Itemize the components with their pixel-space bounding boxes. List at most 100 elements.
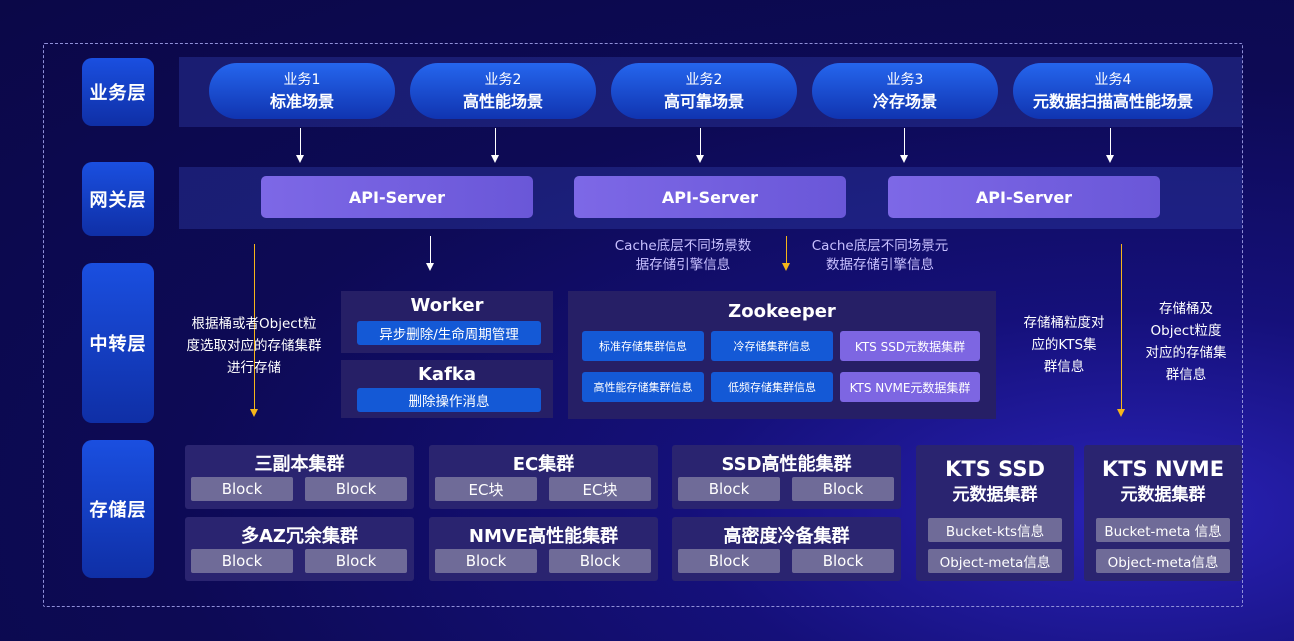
storage-cluster-title: 三副本集群 xyxy=(254,454,345,475)
arrow-down xyxy=(296,128,304,163)
business-item: 业务2 高可靠场景 xyxy=(611,63,797,119)
note-cache-data: Cache底层不同场景数 据存储引擎信息 xyxy=(600,237,766,275)
note-line: 进行存储 xyxy=(227,360,281,376)
note-line: 应的KTS集 xyxy=(1031,337,1097,353)
worker-task: 异步删除/生命周期管理 xyxy=(357,321,541,345)
storage-block: Block xyxy=(678,477,780,501)
layer-label-business: 业务层 xyxy=(82,58,154,126)
kts-cluster-item: Object-meta信息 xyxy=(928,549,1062,573)
storage-block: EC块 xyxy=(435,477,537,501)
arrow-down xyxy=(900,128,908,163)
zookeeper-item: 高性能存储集群信息 xyxy=(582,372,704,402)
business-item-scene: 冷存场景 xyxy=(872,92,937,111)
storage-block: Block xyxy=(792,549,894,573)
kts-cluster-title-line1: KTS SSD xyxy=(945,457,1045,481)
arrow-down xyxy=(1106,128,1114,163)
layer-label-relay: 中转层 xyxy=(82,263,154,423)
storage-cluster: 高密度冷备集群 Block Block xyxy=(672,517,901,581)
arrow-to-kts xyxy=(1117,244,1125,417)
note-cache-metadata: Cache底层不同场景元 数据存储引擎信息 xyxy=(797,237,963,275)
note-bucket-object: 存储桶及 Object粒度 对应的存储集 群信息 xyxy=(1133,298,1239,386)
layer-label-storage: 存储层 xyxy=(82,440,154,578)
api-server: API-Server xyxy=(261,176,533,218)
business-item-scene: 高性能场景 xyxy=(462,92,543,111)
note-line: 根据桶或者Object粒 xyxy=(191,316,317,332)
storage-cluster: 多AZ冗余集群 Block Block xyxy=(185,517,414,581)
storage-block: Block xyxy=(549,549,651,573)
zookeeper-item: KTS SSD元数据集群 xyxy=(840,331,980,361)
business-item-scene: 标准场景 xyxy=(269,92,334,111)
storage-block: Block xyxy=(191,477,293,501)
storage-cluster-title: SSD高性能集群 xyxy=(721,454,852,475)
note-line: 存储桶及 xyxy=(1159,301,1213,317)
storage-block: Block xyxy=(678,549,780,573)
api-server: API-Server xyxy=(574,176,846,218)
storage-cluster-title: EC集群 xyxy=(512,454,575,475)
storage-cluster: 三副本集群 Block Block xyxy=(185,445,414,509)
note-line: Cache底层不同场景元 xyxy=(811,238,949,254)
kts-cluster-title-line2: 元数据集群 xyxy=(952,485,1038,505)
note-line: 据存储引擎信息 xyxy=(635,257,731,273)
worker-title: Worker xyxy=(410,295,484,316)
kafka-message: 删除操作消息 xyxy=(357,388,541,412)
kts-cluster-item: Object-meta信息 xyxy=(1096,549,1230,573)
kts-cluster-title: KTS NVME 元数据集群 xyxy=(1084,456,1242,508)
kts-cluster-title: KTS SSD 元数据集群 xyxy=(916,456,1074,508)
note-select-cluster: 根据桶或者Object粒 度选取对应的存储集群 进行存储 xyxy=(176,313,332,379)
note-line: 对应的存储集 xyxy=(1145,345,1227,361)
storage-block: Block xyxy=(792,477,894,501)
storage-block: Block xyxy=(305,477,407,501)
note-line: 群信息 xyxy=(1165,367,1207,383)
business-item-name: 业务4 xyxy=(1094,72,1132,88)
note-line: 群信息 xyxy=(1043,359,1085,375)
business-item: 业务2 高性能场景 xyxy=(410,63,596,119)
business-item: 业务1 标准场景 xyxy=(209,63,395,119)
kts-ssd-cluster: KTS SSD 元数据集群 Bucket-kts信息 Object-meta信息 xyxy=(916,445,1074,581)
arrow-down xyxy=(491,128,499,163)
kts-cluster-title-line1: KTS NVME xyxy=(1101,457,1225,481)
storage-block: Block xyxy=(305,549,407,573)
zookeeper-item: 冷存储集群信息 xyxy=(711,331,833,361)
storage-block: Block xyxy=(435,549,537,573)
kts-cluster-item: Bucket-meta 信息 xyxy=(1096,518,1230,542)
business-item-scene: 元数据扫描高性能场景 xyxy=(1032,92,1193,111)
business-item: 业务3 冷存场景 xyxy=(812,63,998,119)
note-line: 数据存储引擎信息 xyxy=(826,257,934,273)
storage-block: EC块 xyxy=(549,477,651,501)
storage-cluster: SSD高性能集群 Block Block xyxy=(672,445,901,509)
storage-cluster-title: NMVE高性能集群 xyxy=(468,526,619,547)
storage-block: Block xyxy=(191,549,293,573)
note-line: 度选取对应的存储集群 xyxy=(186,338,322,354)
kts-cluster-item: Bucket-kts信息 xyxy=(928,518,1062,542)
storage-cluster-title: 多AZ冗余集群 xyxy=(241,526,358,547)
business-item-name: 业务2 xyxy=(484,72,522,88)
storage-cluster: NMVE高性能集群 Block Block xyxy=(429,517,658,581)
business-item-name: 业务2 xyxy=(685,72,723,88)
kts-cluster-title-line2: 元数据集群 xyxy=(1120,485,1206,505)
diagram-frame xyxy=(43,43,1243,607)
kts-nvme-cluster: KTS NVME 元数据集群 Bucket-meta 信息 Object-met… xyxy=(1084,445,1242,581)
kafka-title: Kafka xyxy=(417,364,477,385)
storage-cluster: EC集群 EC块 EC块 xyxy=(429,445,658,509)
arrow-to-worker xyxy=(426,236,434,271)
note-line: Object粒度 xyxy=(1150,323,1222,339)
business-item-scene: 高可靠场景 xyxy=(663,92,744,111)
api-server: API-Server xyxy=(888,176,1160,218)
note-line: Cache底层不同场景数 xyxy=(614,238,752,254)
zookeeper-panel: Zookeeper 标准存储集群信息 冷存储集群信息 KTS SSD元数据集群 … xyxy=(568,291,996,419)
kafka-panel: Kafka 删除操作消息 xyxy=(341,360,553,418)
business-item: 业务4 元数据扫描高性能场景 xyxy=(1013,63,1213,119)
arrow-down xyxy=(696,128,704,163)
note-line: 存储桶粒度对 xyxy=(1023,315,1105,331)
zookeeper-title: Zookeeper xyxy=(728,301,836,322)
zookeeper-item: 低频存储集群信息 xyxy=(711,372,833,402)
arrow-to-storage xyxy=(250,244,258,417)
note-kts-cluster: 存储桶粒度对 应的KTS集 群信息 xyxy=(1012,312,1116,378)
business-item-name: 业务1 xyxy=(283,72,321,88)
storage-cluster-title: 高密度冷备集群 xyxy=(723,526,850,547)
zookeeper-item: 标准存储集群信息 xyxy=(582,331,704,361)
zookeeper-item: KTS NVME元数据集群 xyxy=(840,372,980,402)
layer-label-gateway: 网关层 xyxy=(82,162,154,236)
arrow-to-zookeeper xyxy=(782,236,790,271)
worker-panel: Worker 异步删除/生命周期管理 xyxy=(341,291,553,353)
